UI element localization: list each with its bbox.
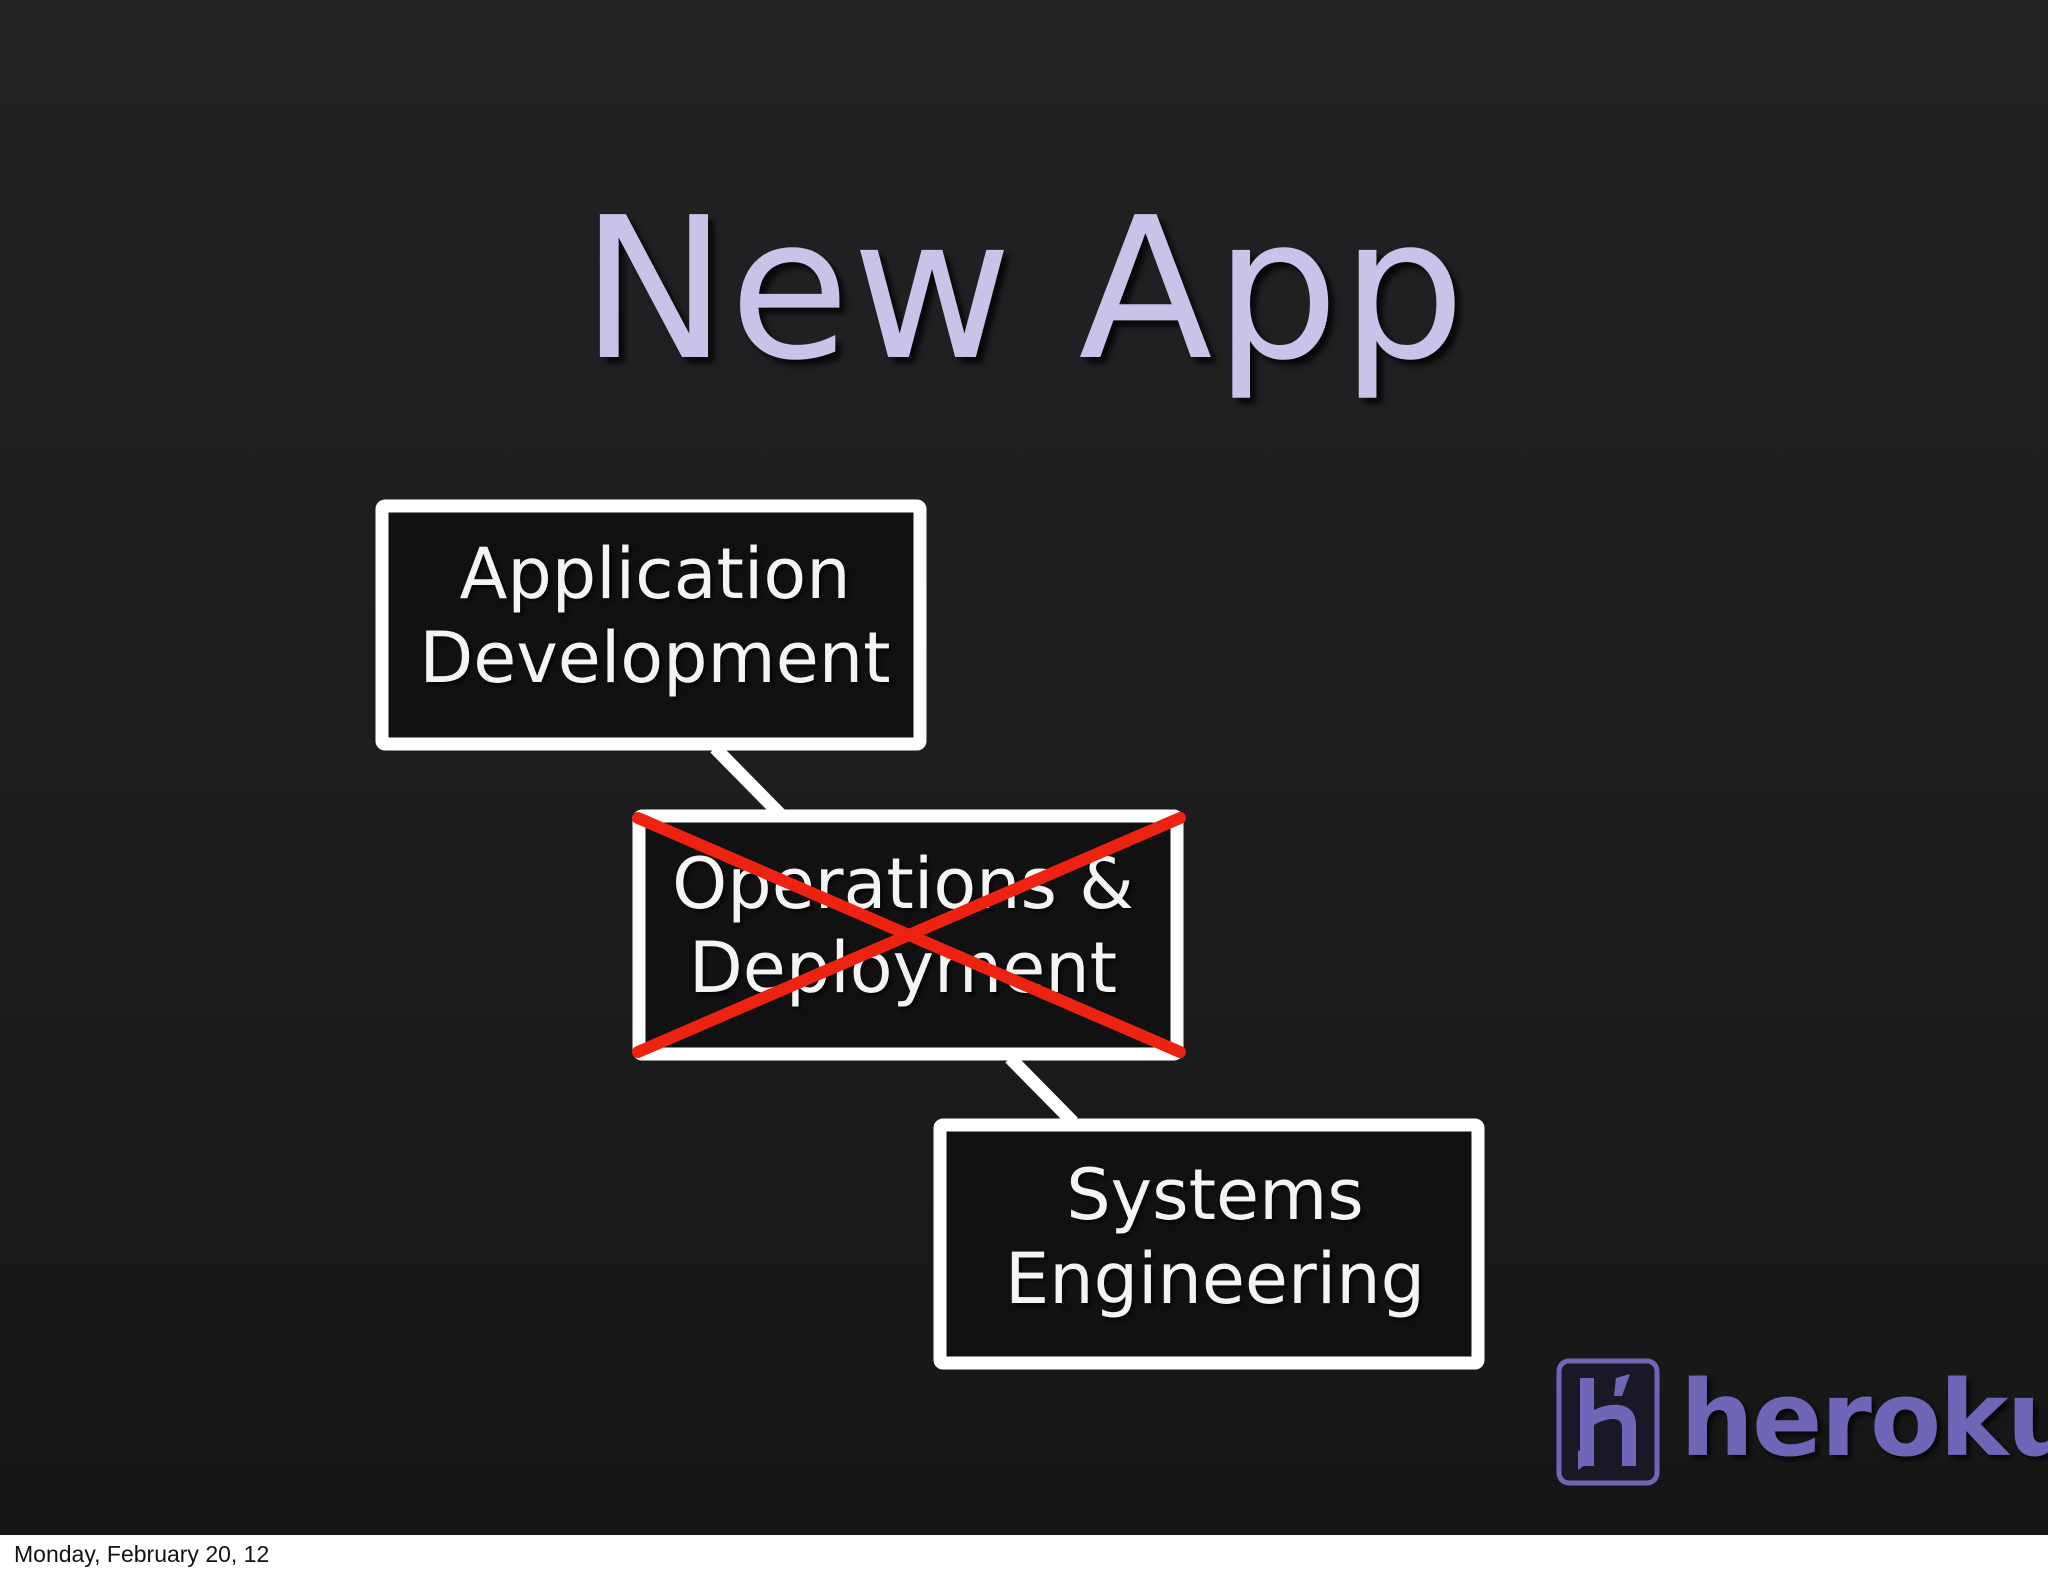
connector-ops-syseng: [1005, 1053, 1078, 1127]
box-application-development: [375, 499, 927, 751]
slide-title: New App: [580, 176, 1468, 404]
cross-out-stroke: [632, 812, 1186, 1058]
box-label-line: Engineering: [1005, 1238, 1425, 1320]
heroku-h-icon: [1556, 1358, 1660, 1486]
cross-out-mark: [632, 812, 1186, 1058]
box-label-line: Application: [459, 533, 851, 615]
box-label-line: Systems: [1066, 1154, 1364, 1236]
footer-date: Monday, February 20, 12: [14, 1541, 270, 1567]
slide: New App Application Development Operatio…: [0, 0, 2048, 1535]
box-label-line: Development: [419, 617, 891, 699]
connector-appdev-ops: [710, 743, 785, 819]
box-systems-engineering: [933, 1118, 1485, 1370]
heroku-wordmark: heroku: [1680, 1358, 2048, 1480]
box-label-line: Operations &: [672, 843, 1134, 925]
heroku-logo: heroku: [1556, 1358, 2048, 1492]
box-application-development-label: Application Development: [390, 532, 920, 700]
box-systems-engineering-label: Systems Engineering: [950, 1153, 1480, 1321]
